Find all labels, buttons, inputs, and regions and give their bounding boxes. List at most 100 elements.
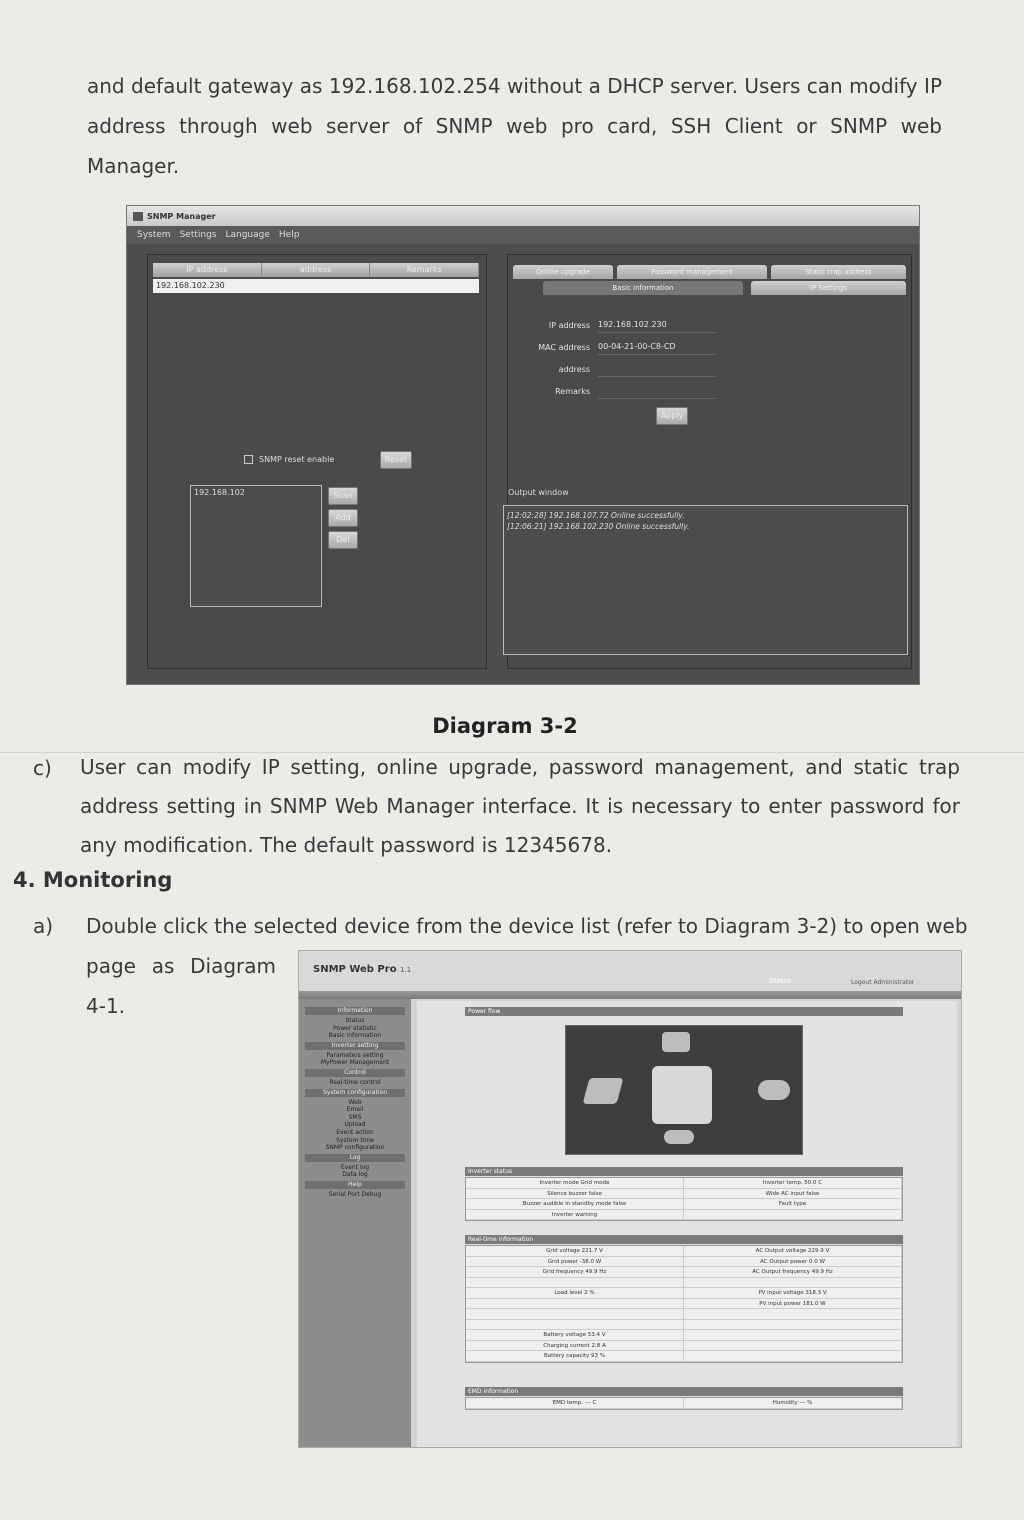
ip-address-row: IP address 192.168.102.230 xyxy=(518,317,716,333)
sidebar-section: Information xyxy=(305,1007,405,1015)
table-cell xyxy=(684,1351,902,1361)
sidebar-section: System configuration xyxy=(305,1088,405,1097)
item-a-line1: Double click the selected device from th… xyxy=(86,914,968,938)
table-cell xyxy=(684,1277,902,1287)
table-cell: Charging current 2.8 A xyxy=(466,1340,684,1350)
device-list-pane: IP address address Remarks 192.168.102.2… xyxy=(147,254,487,669)
output-window: [12:02:28] 192.168.107.72 Online success… xyxy=(503,505,908,655)
load-bulb-icon xyxy=(758,1080,790,1100)
page-divider xyxy=(0,752,1024,753)
item-c-marker: c) xyxy=(33,756,52,780)
snmp-reset-checkbox[interactable]: SNMP reset enable xyxy=(244,455,334,464)
del-button[interactable]: Del xyxy=(328,531,358,549)
sidebar-item-mypower-management[interactable]: MyPower Management xyxy=(320,1059,390,1067)
web-status-label: Status xyxy=(769,977,792,985)
sidebar-item-status[interactable]: Status xyxy=(345,1017,365,1024)
menu-help[interactable]: Help xyxy=(278,230,300,240)
remarks-label: Remarks xyxy=(555,386,590,396)
sidebar-item-email[interactable]: Email xyxy=(346,1106,364,1114)
menu-system[interactable]: System xyxy=(137,230,171,240)
tab-static-trap-address[interactable]: Static trap address xyxy=(771,265,906,279)
table-cell: Inverter temp. 50.0 C xyxy=(684,1178,902,1188)
table-row: PV input power 181.0 W xyxy=(466,1298,902,1309)
add-button[interactable]: Add xyxy=(328,509,358,527)
sidebar-section: Inverter setting xyxy=(305,1041,405,1050)
table-cell: PV input voltage 318.3 V xyxy=(684,1288,902,1298)
sidebar-item-serial-port-debug[interactable]: Serial Port Debug xyxy=(328,1190,382,1198)
item-a-marker: a) xyxy=(33,914,54,938)
tab-basic-information[interactable]: Basic information xyxy=(543,281,743,295)
table-row xyxy=(466,1309,902,1320)
col-ip-address[interactable]: IP address xyxy=(153,263,262,277)
emd-info-title: EMD information xyxy=(465,1387,903,1396)
web-main-content: Power flow Inverter status Inverter mode… xyxy=(417,1001,957,1447)
snmp-reset-label: SNMP reset enable xyxy=(259,455,335,464)
section-heading: 4. Monitoring xyxy=(13,868,173,892)
ip-address-field[interactable]: 192.168.102.230 xyxy=(598,317,716,333)
sidebar-item-sms[interactable]: SMS xyxy=(348,1113,362,1121)
power-flow-diagram xyxy=(565,1025,803,1155)
table-row: Battery voltage 53.4 V xyxy=(466,1330,902,1341)
scan-ip-box[interactable]: 192.168.102 xyxy=(190,485,322,607)
table-cell: Humidity --- % xyxy=(684,1398,902,1408)
address-field[interactable] xyxy=(598,361,716,377)
tab-password-management[interactable]: Password management xyxy=(617,265,767,279)
sidebar-item-real-time-control[interactable]: Real-time control xyxy=(329,1078,381,1086)
web-logo-text: SNMP Web Pro xyxy=(313,964,397,975)
mac-address-label: MAC address xyxy=(538,342,590,352)
sidebar-item-event-log[interactable]: Event log xyxy=(340,1163,370,1171)
diagram-caption: Diagram 3-2 xyxy=(432,714,578,738)
table-cell xyxy=(466,1319,684,1329)
sidebar-item-upload[interactable]: Upload xyxy=(344,1121,366,1129)
web-nav-bar xyxy=(299,991,961,999)
table-cell xyxy=(466,1277,684,1287)
reset-button[interactable]: Reset xyxy=(380,451,412,469)
sidebar-item-web[interactable]: Web xyxy=(348,1098,362,1106)
sidebar-item-data-log[interactable]: Data log xyxy=(342,1171,368,1179)
col-remarks[interactable]: Remarks xyxy=(370,263,480,277)
tab-ip-settings[interactable]: IP Settings xyxy=(751,281,906,295)
table-cell: Battery voltage 53.4 V xyxy=(466,1330,684,1340)
tab-online-upgrade[interactable]: Online upgrade xyxy=(513,265,613,279)
snmp-manager-screenshot: SNMP Manager System Settings Language He… xyxy=(126,205,920,685)
menu-language[interactable]: Language xyxy=(225,230,270,240)
power-flow-title: Power flow xyxy=(465,1007,903,1016)
sidebar-item-system-time[interactable]: System time xyxy=(336,1136,374,1144)
sidebar-item-basic-information[interactable]: Basic information xyxy=(328,1032,382,1040)
mac-address-field[interactable]: 00-04-21-00-C8-CD xyxy=(598,339,716,355)
checkbox-box[interactable] xyxy=(244,455,253,464)
ip-address-label: IP address xyxy=(548,320,590,330)
address-row: address xyxy=(518,361,716,377)
remarks-field[interactable] xyxy=(598,383,716,399)
web-user-links[interactable]: Logout Administrator xyxy=(851,979,915,986)
scan-ip-value: 192.168.102 xyxy=(194,488,245,497)
sidebar-section: Control xyxy=(305,1068,405,1077)
sidebar-item-power-statistic[interactable]: Power statistic xyxy=(333,1024,377,1032)
inverter-status-title: Inverter status xyxy=(465,1167,903,1176)
table-row: Inverter warning xyxy=(466,1209,902,1220)
item-a-line2: page as Diagram 4-1. xyxy=(86,954,276,1018)
scan-button[interactable]: Scan xyxy=(328,487,358,505)
grid-icon xyxy=(662,1032,690,1052)
realtime-info-title: Real-time information xyxy=(465,1235,903,1244)
solar-panel-icon xyxy=(582,1078,624,1104)
table-cell: Grid voltage 221.7 V xyxy=(466,1246,684,1256)
output-line: [12:02:28] 192.168.107.72 Online success… xyxy=(507,511,685,520)
sidebar-item-snmp-configuration[interactable]: SNMP configuration xyxy=(325,1144,385,1152)
battery-icon xyxy=(664,1130,694,1144)
table-row: Load level 2 %PV input voltage 318.3 V xyxy=(466,1288,902,1299)
device-row[interactable]: 192.168.102.230 xyxy=(153,279,479,293)
menu-settings[interactable]: Settings xyxy=(179,230,217,240)
col-address[interactable]: address xyxy=(262,263,371,277)
table-cell xyxy=(684,1309,902,1319)
table-cell: AC Output power 0.0 W xyxy=(684,1256,902,1266)
apply-button[interactable]: Apply xyxy=(656,407,688,425)
sidebar-item-parameters-setting[interactable]: Parameters setting xyxy=(326,1051,384,1059)
sidebar-item-event-action[interactable]: Event action xyxy=(336,1128,374,1136)
mac-address-row: MAC address 00-04-21-00-C8-CD xyxy=(518,339,716,355)
